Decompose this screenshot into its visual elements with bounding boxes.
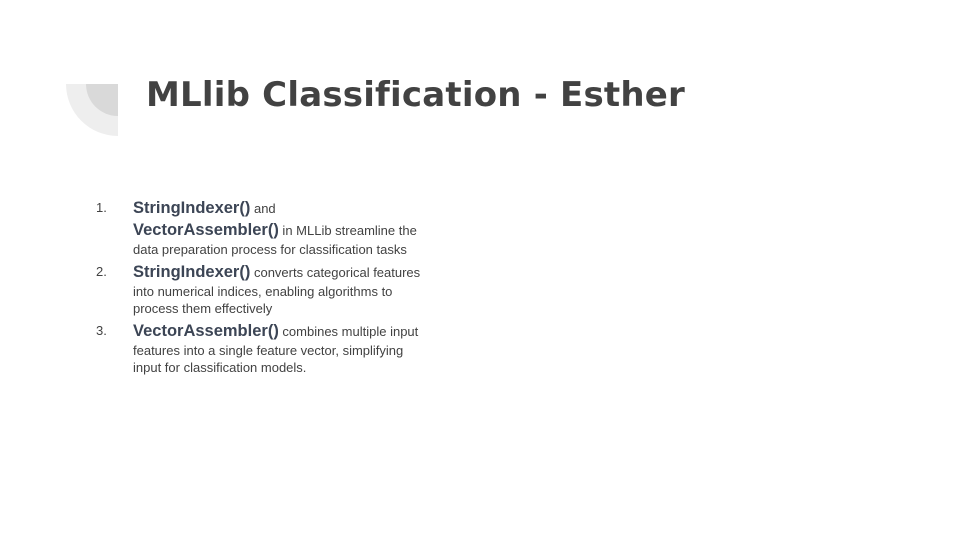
list-item: 1. StringIndexer() and VectorAssembler()… [96,197,426,259]
code-term: StringIndexer() [133,199,251,217]
list-item: 3. VectorAssembler() combines multiple i… [96,320,426,377]
code-term: VectorAssembler() [133,321,279,340]
slide-title: MLlib Classification - Esther [146,75,686,115]
list-item-number: 3. [96,322,107,338]
list-item-text: converts categorical features into numer… [133,264,421,317]
numbered-list: 1. StringIndexer() and VectorAssembler()… [96,197,426,377]
code-term: StringIndexer() [133,262,251,281]
decorative-quarter-circle-icon [66,84,118,136]
list-item-text: combines multiple input features into a … [133,323,419,376]
list-item-number: 1. [96,200,107,215]
code-term: VectorAssembler() [133,221,279,239]
list-item-number: 2. [96,263,107,279]
list-item-text: and [250,201,276,216]
list-item-text: in MLLib streamline the data preparation… [133,223,417,257]
list-item: 2. StringIndexer() converts categorical … [96,261,426,318]
